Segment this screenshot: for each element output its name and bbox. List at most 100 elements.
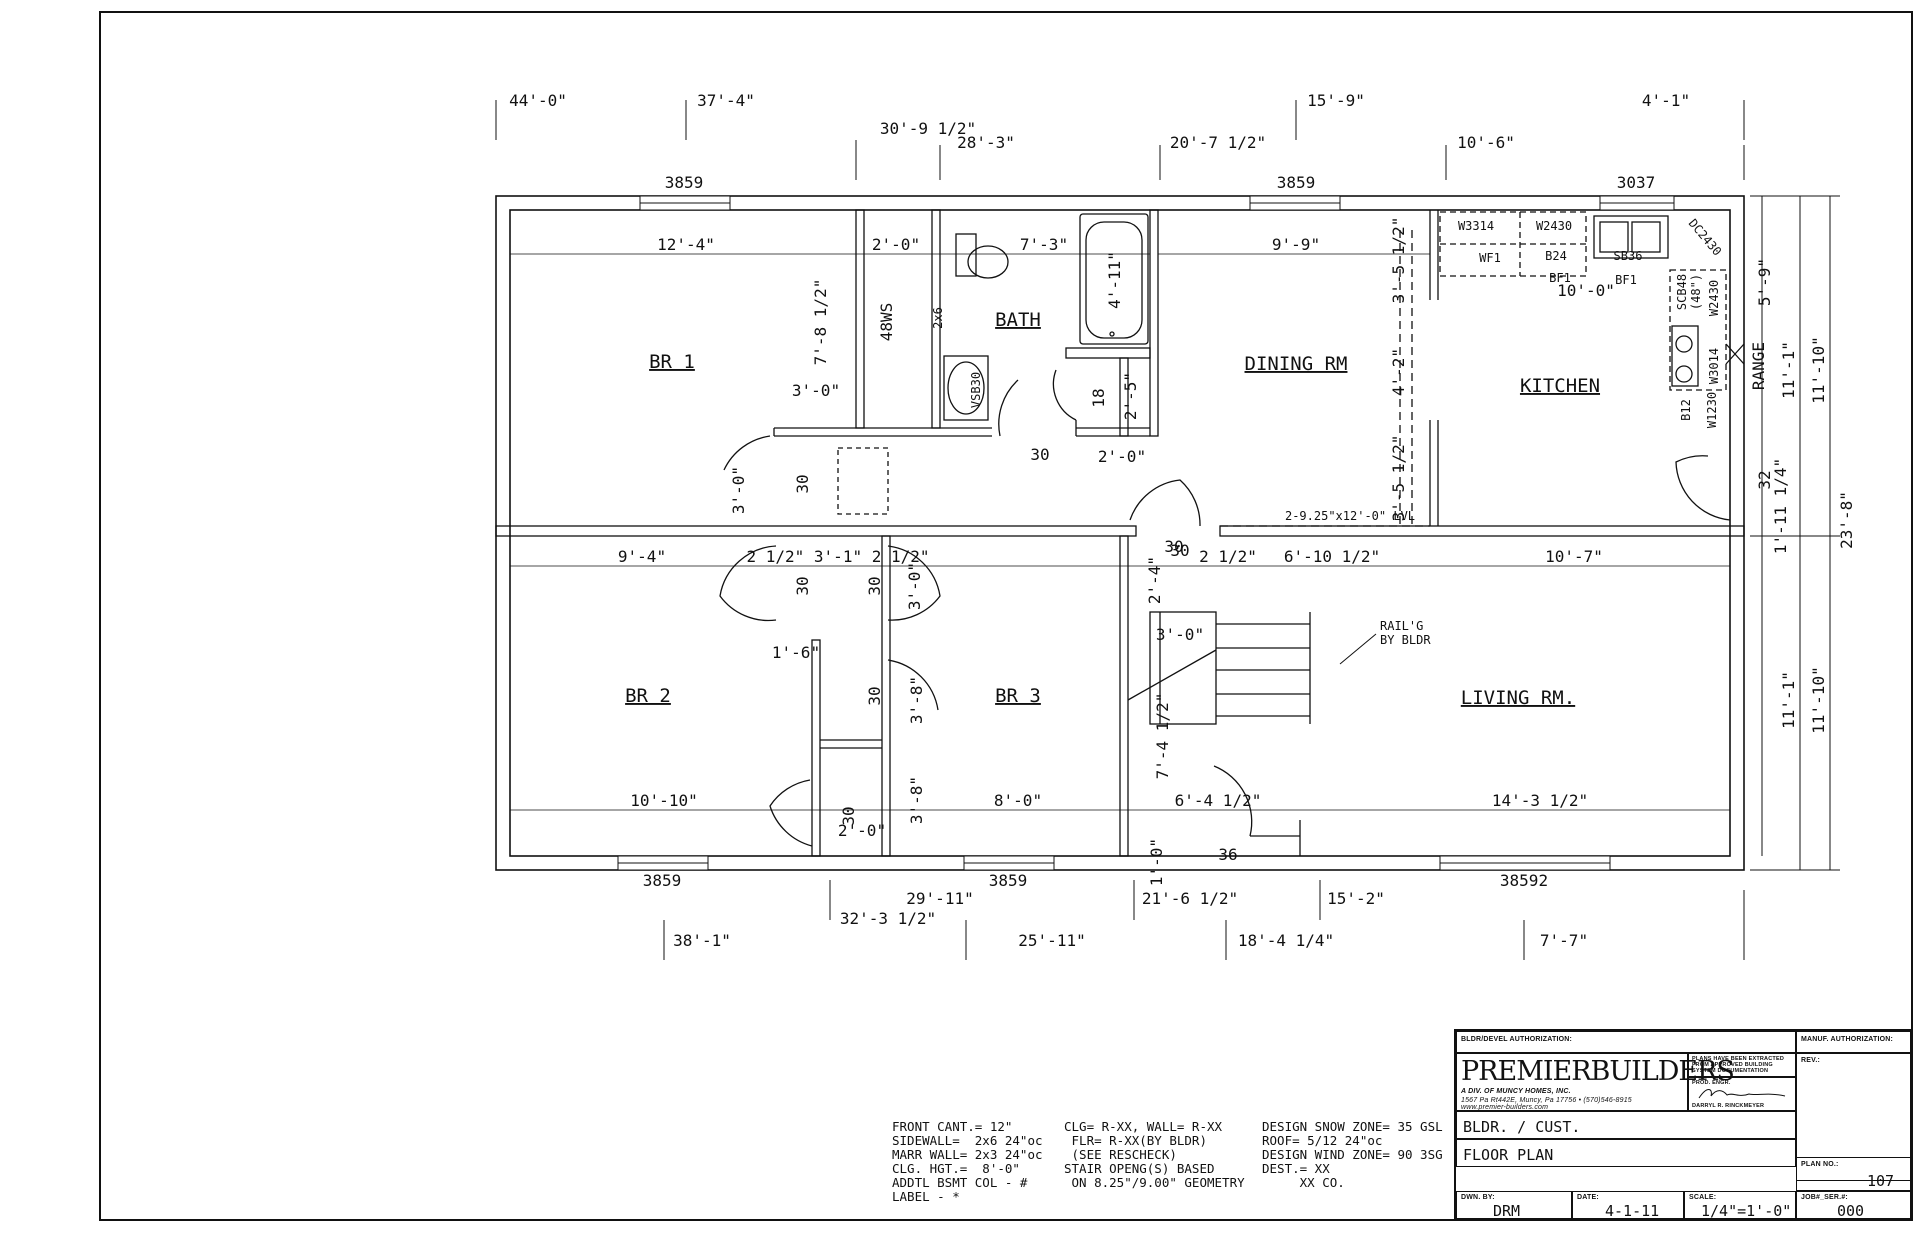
top-dim: 37'-4"	[697, 91, 755, 110]
window-label: 3859	[1277, 173, 1316, 192]
label-door30: 30	[1170, 541, 1189, 560]
window-label: 3037	[1617, 173, 1656, 192]
date-cell: DATE: 4-1-11	[1572, 1191, 1684, 1220]
date-label: DATE:	[1577, 1194, 1599, 1201]
right-dim: 11'-1"	[1779, 341, 1798, 399]
dim-br1-closet-door: 3'-0"	[792, 381, 840, 400]
dim-dining: 3'-5 1/2"	[1389, 435, 1408, 522]
dim-hall: 9'-4"	[618, 547, 666, 566]
dim-hall: 10'-7"	[1545, 547, 1603, 566]
label-linen: 18	[1089, 388, 1108, 407]
signature	[1698, 1089, 1786, 1099]
scale-label: SCALE:	[1689, 1194, 1717, 1201]
label-entry36: 36	[1218, 845, 1237, 864]
label-range: RANGE	[1749, 342, 1768, 390]
cabinet-label: B12	[1679, 399, 1693, 421]
top-dim: 30'-9 1/2"	[880, 119, 976, 138]
label-door30: 30	[793, 576, 812, 595]
label-door30: 30	[865, 686, 884, 705]
title-block: BLDR/DEVEL AUTHORIZATION: MANUF. AUTHORI…	[1454, 1029, 1912, 1220]
scale-cell: SCALE: 1/4"=1'-0"	[1684, 1191, 1796, 1220]
rev-label: REV.:	[1801, 1057, 1821, 1064]
notes-column-1: FRONT CANT.= 12" SIDEWALL= 2x6 24"oc MAR…	[892, 1119, 1043, 1204]
brand-logo: PREMIERBUILDERS	[1461, 1056, 1735, 1087]
dim-bath-width: 7'-3"	[1020, 235, 1068, 254]
bottom-dim: 29'-11"	[906, 889, 973, 908]
cabinet-label: W2430	[1707, 280, 1721, 316]
bottom-dim: 18'-4 1/4"	[1238, 931, 1334, 950]
window-label: 3859	[643, 871, 682, 890]
dim-linen-depth: 2'-5"	[1121, 372, 1140, 420]
dwn-by-value: DRM	[1493, 1202, 1521, 1220]
label-stud: 2x6	[931, 307, 945, 329]
dim-dining: 4'-2"	[1389, 348, 1408, 396]
extract-note: PLANS HAVE BEEN EXTRACTED FROM APPROVED …	[1692, 1056, 1784, 1074]
dwn-by-label: DWN. BY:	[1461, 1194, 1495, 1201]
sheet-border	[99, 11, 1913, 1221]
label-lvl: 2-9.25"x12'-0" LVL	[1285, 509, 1415, 523]
website-text: www.premier-builders.com	[1461, 1104, 1549, 1111]
cabinet-label: W1230	[1705, 392, 1719, 428]
job-label: JOB#_SER.#:	[1801, 1194, 1848, 1201]
room-label-br2: BR 2	[625, 685, 671, 707]
dim-living-width: 14'-3 1/2"	[1492, 791, 1588, 810]
brand-cell: PREMIERBUILDERS A DIV. OF MUNCY HOMES, I…	[1456, 1053, 1735, 1111]
label-48ws: 48WS	[877, 303, 896, 342]
dim-door: 3'-8"	[907, 676, 926, 724]
right-dim: 32	[1755, 470, 1774, 489]
dim-stair: 2'-4"	[1145, 556, 1164, 604]
room-label-living: LIVING RM.	[1461, 687, 1575, 709]
manuf-auth-label: MANUF. AUTHORIZATION:	[1801, 1036, 1894, 1043]
label-vanity: VSB30	[969, 372, 983, 408]
top-dim: 15'-9"	[1307, 91, 1365, 110]
rev-cell: REV.:	[1796, 1053, 1912, 1181]
windows	[617, 195, 1675, 871]
bldr-auth-cell: BLDR/DEVEL AUTHORIZATION:	[1456, 1031, 1796, 1053]
prod-engr-label: PROD. ENGR.	[1692, 1080, 1731, 1086]
cabinet-label: DC2430	[1686, 216, 1725, 258]
plan-no-label: PLAN NO.:	[1801, 1161, 1839, 1168]
right-dim: 1'-11 1/4"	[1771, 458, 1790, 554]
room-label-bath: BATH	[995, 309, 1041, 331]
railing-leader	[1339, 633, 1377, 665]
bottom-dim: 21'-6 1/2"	[1142, 889, 1238, 908]
top-dim: 20'-7 1/2"	[1170, 133, 1266, 152]
bldr-auth-label: BLDR/DEVEL AUTHORIZATION:	[1461, 1036, 1573, 1043]
window-label: 3859	[665, 173, 704, 192]
manuf-auth-cell: MANUF. AUTHORIZATION:	[1796, 1031, 1912, 1053]
division-text: A DIV. OF MUNCY HOMES, INC.	[1461, 1088, 1571, 1095]
room-label-dining: DINING RM	[1245, 353, 1348, 375]
window-label: 38592	[1500, 871, 1548, 890]
job-value: 000	[1837, 1202, 1865, 1220]
floor-plan-title: FLOOR PLAN	[1463, 1146, 1554, 1164]
cabinet-label: B24	[1545, 249, 1567, 263]
notes-column-2: CLG= R-XX, WALL= R-XX FLR= R-XX(BY BLDR)…	[1064, 1119, 1245, 1190]
right-dim: 11'-10"	[1809, 666, 1828, 733]
label-door30: 30	[1030, 445, 1049, 464]
dim-closet2: 2'-0"	[838, 821, 886, 840]
dim-stair: 7'-4 1/2"	[1153, 693, 1172, 780]
engineer-name: DARRYL R. RINCKMEYER	[1692, 1103, 1765, 1109]
top-dim: 10'-6"	[1457, 133, 1515, 152]
right-dimension-lines	[1750, 195, 1840, 871]
date-value: 4-1-11	[1605, 1202, 1660, 1220]
room-label-br3: BR 3	[995, 685, 1041, 707]
cabinet-label: (48")	[1689, 274, 1703, 310]
room-label-kitchen: KITCHEN	[1520, 375, 1600, 397]
dim-door: 3'-0"	[905, 562, 924, 610]
right-dim: 11'-1"	[1779, 671, 1798, 729]
cabinet-label: W3314	[1458, 219, 1494, 233]
dwn-by-cell: DWN. BY: DRM	[1456, 1191, 1572, 1220]
bottom-dim: 38'-1"	[673, 931, 731, 950]
extract-note-cell: PLANS HAVE BEEN EXTRACTED FROM APPROVED …	[1688, 1053, 1796, 1077]
dim-closet-width: 2'-0"	[872, 235, 920, 254]
top-dimension-ticks	[495, 100, 1745, 180]
dim-kitchen-width: 10'-0"	[1557, 281, 1615, 300]
dim-closet: 1'-6"	[772, 643, 820, 662]
railing-line: BY BLDR	[1380, 633, 1431, 647]
right-dim: 11'-10"	[1809, 336, 1828, 403]
dim-linen-width: 2'-0"	[1098, 447, 1146, 466]
address-text: 1567 Pa Rt442E, Muncy, Pa 17756 • (570)5…	[1461, 1097, 1632, 1104]
